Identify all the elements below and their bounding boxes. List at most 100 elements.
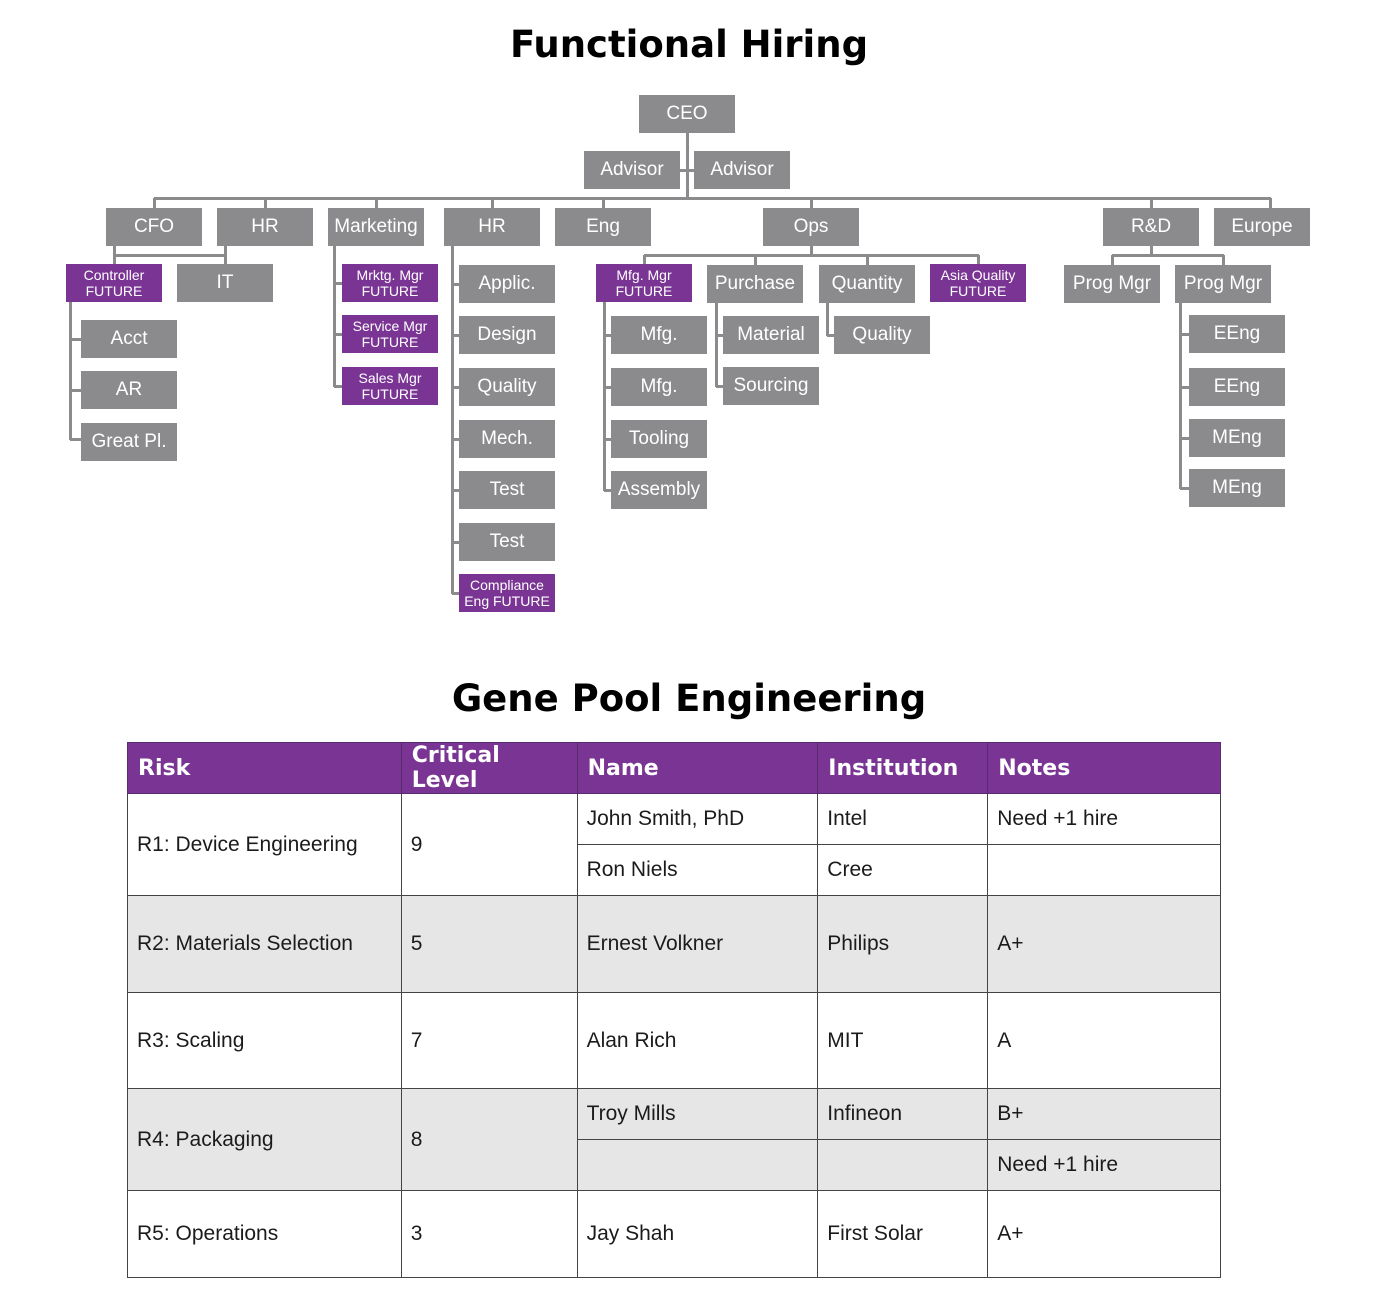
table-header-row: Risk Critical Level Name Institution Not…: [127, 742, 1221, 794]
connector-line: [1180, 437, 1190, 440]
org-node-quantity: Quantity: [819, 265, 915, 303]
org-node-rnd: R&D: [1103, 208, 1199, 246]
connector-line: [826, 302, 829, 336]
table-row: Need +1 hire: [128, 1139, 1221, 1191]
org-node-design: Design: [459, 316, 555, 354]
level-cell: 5: [400, 895, 578, 993]
notes-cell: Need +1 hire: [987, 793, 1221, 845]
connector-line: [69, 302, 72, 440]
org-node-quality-ops: Quality: [834, 316, 930, 354]
connector-line: [333, 246, 336, 387]
institution-cell: First Solar: [817, 1190, 989, 1278]
connector-line: [1150, 246, 1153, 256]
org-node-assembly: Assembly: [611, 471, 707, 509]
name-cell: Ernest Volkner: [576, 895, 819, 993]
org-node-hr1: HR: [217, 208, 313, 246]
risk-cell: R2: Materials Selection: [127, 895, 402, 993]
table-row: R1: Device Engineering 9 John Smith, PhD…: [127, 793, 1221, 896]
org-node-ceo: CEO: [639, 95, 735, 133]
connector-line: [452, 592, 460, 595]
connector-line: [602, 198, 605, 209]
connector-line: [451, 246, 454, 594]
notes-cell: A: [987, 992, 1221, 1089]
connector-line: [114, 254, 226, 257]
name-cell: John Smith, PhD: [576, 793, 819, 845]
connector-line: [866, 255, 869, 265]
institution-cell: Infineon: [817, 1088, 989, 1140]
connector-line: [1180, 386, 1190, 389]
table-row: Ron Niels Cree: [128, 844, 1221, 896]
org-node-acct: Acct: [81, 320, 177, 358]
connector-line: [154, 197, 1271, 200]
connector-line: [1112, 254, 1224, 257]
connector-line: [716, 334, 724, 337]
connector-line: [643, 255, 646, 265]
org-node-it: IT: [177, 264, 273, 302]
connector-line: [153, 198, 156, 209]
org-node-controller: Controller FUTURE: [66, 264, 162, 302]
header-critical-level: Critical Level: [400, 742, 578, 794]
connector-line: [113, 246, 116, 265]
org-node-europe: Europe: [1214, 208, 1310, 246]
name-cell: Ron Niels: [576, 844, 819, 896]
connector-line: [686, 133, 689, 199]
header-name: Name: [576, 742, 819, 794]
connector-line: [1180, 487, 1190, 490]
table-row: R3: Scaling 7 Alan Rich MIT A: [127, 992, 1221, 1089]
org-node-compliance: Compliance Eng FUTURE: [459, 574, 555, 612]
connector-line: [334, 385, 343, 388]
connector-line: [810, 246, 813, 256]
org-node-prog-mgr2: Prog Mgr: [1175, 265, 1271, 303]
risk-cell: R5: Operations: [127, 1190, 402, 1278]
org-node-test1: Test: [459, 471, 555, 509]
connector-line: [452, 489, 460, 492]
org-node-advisor2: Advisor: [694, 151, 790, 189]
connector-line: [224, 246, 227, 265]
org-node-eeng1: EEng: [1189, 315, 1285, 353]
org-node-quality-hr: Quality: [459, 368, 555, 406]
connector-line: [334, 282, 343, 285]
institution-cell: [817, 1139, 989, 1191]
table-row: R5: Operations 3 Jay Shah First Solar A+: [127, 1190, 1221, 1278]
notes-cell: Need +1 hire: [987, 1139, 1221, 1191]
connector-line: [603, 302, 606, 491]
connector-line: [1180, 333, 1190, 336]
level-cell: 9: [400, 793, 578, 896]
connector-line: [375, 198, 378, 209]
connector-line: [977, 255, 980, 265]
org-node-ar: AR: [81, 371, 177, 409]
table-title: Gene Pool Engineering: [451, 677, 927, 720]
gene-pool-table: Risk Critical Level Name Institution Not…: [127, 742, 1221, 1278]
notes-cell: [987, 844, 1221, 896]
org-node-service-mgr: Service Mgr FUTURE: [342, 315, 438, 353]
org-node-mrktg-mgr: Mrktg. Mgr FUTURE: [342, 264, 438, 302]
connector-line: [810, 198, 813, 209]
risk-cell: R3: Scaling: [127, 992, 402, 1089]
org-node-prog-mgr1: Prog Mgr: [1064, 265, 1160, 303]
risk-cell: R1: Device Engineering: [127, 793, 402, 896]
connector-line: [452, 541, 460, 544]
name-cell: Alan Rich: [576, 992, 819, 1089]
org-node-mech: Mech.: [459, 420, 555, 458]
org-node-ops: Ops: [763, 208, 859, 246]
org-node-tooling: Tooling: [611, 420, 707, 458]
notes-cell: B+: [987, 1088, 1221, 1140]
institution-cell: Philips: [817, 895, 989, 993]
header-risk: Risk: [127, 742, 402, 794]
table-row: R4: Packaging 8 Troy Mills Infineon B+: [127, 1088, 1221, 1191]
connector-line: [70, 389, 82, 392]
connector-line: [334, 333, 343, 336]
org-chart-title: Functional Hiring: [509, 23, 869, 66]
connector-line: [452, 334, 460, 337]
connector-line: [715, 302, 718, 387]
org-node-purchase: Purchase: [707, 265, 803, 303]
connector-line: [604, 386, 612, 389]
connector-line: [716, 385, 724, 388]
level-cell: 7: [400, 992, 578, 1089]
connector-line: [452, 386, 460, 389]
org-node-mfg-mgr: Mfg. Mgr FUTURE: [596, 264, 692, 302]
level-cell: 8: [400, 1088, 578, 1191]
connector-line: [1179, 302, 1182, 489]
org-node-meng1: MEng: [1189, 419, 1285, 457]
